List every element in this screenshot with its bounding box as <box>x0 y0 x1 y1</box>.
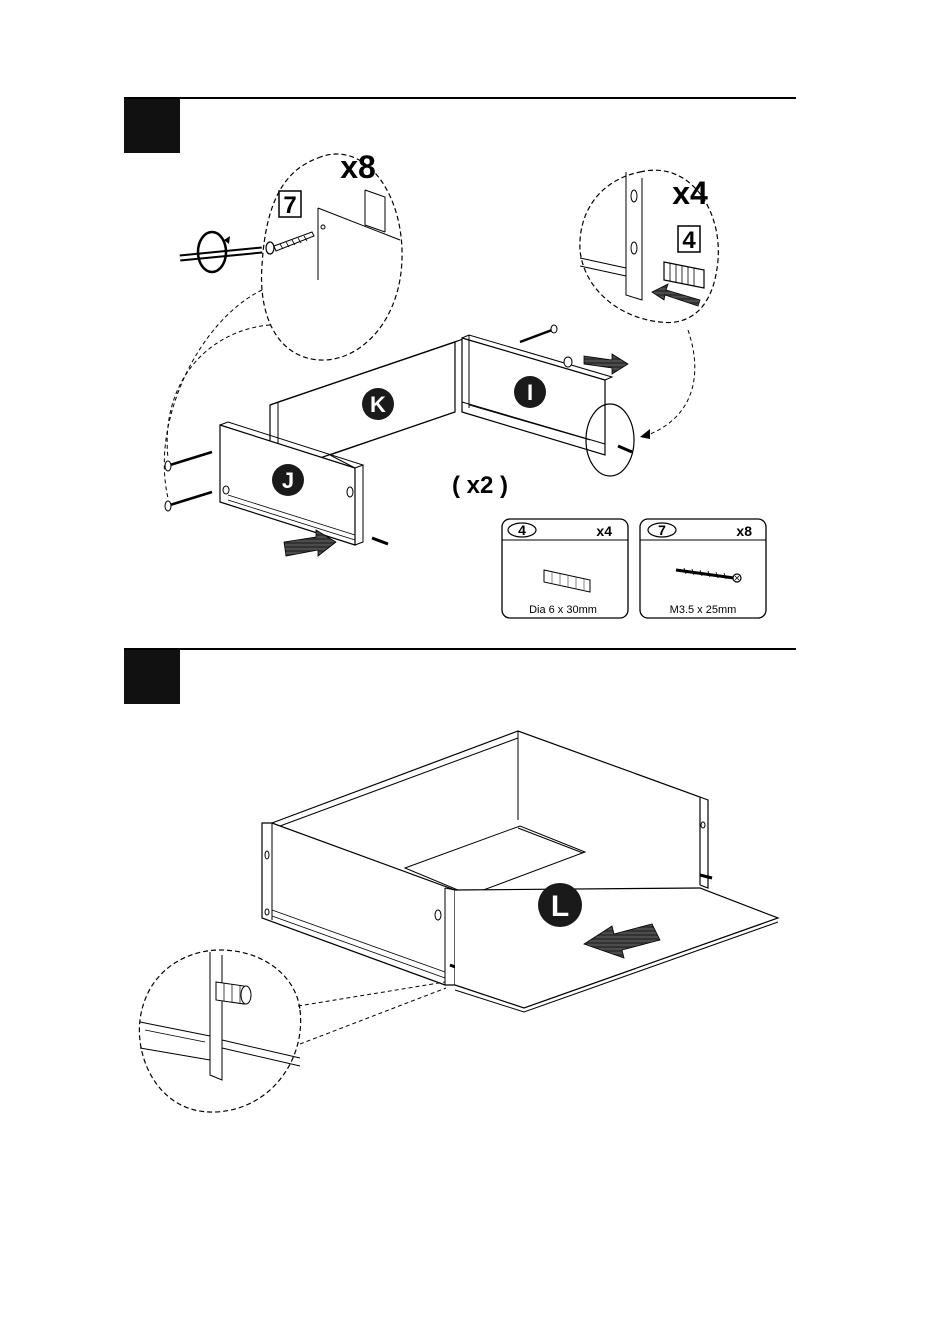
dowel-icon <box>618 446 632 452</box>
step-1-number-block <box>124 97 180 153</box>
repeat-note: ( x2 ) <box>452 472 508 499</box>
panel-l-label: L <box>551 890 569 923</box>
callout-leader-line-2 <box>300 988 446 1044</box>
panel-j-label: J <box>282 468 294 493</box>
screw-icon <box>170 452 212 465</box>
panel-i-label: I <box>527 380 533 405</box>
screw-head-icon <box>165 501 171 511</box>
dowel-icon <box>372 538 388 544</box>
dowel-icon <box>664 262 704 288</box>
dowel-part-number: 4 <box>682 227 696 254</box>
screwdriver-icon <box>180 232 262 272</box>
panel-i: I <box>462 335 612 455</box>
screw-multiplier: x8 <box>340 149 376 185</box>
step-2: L <box>124 648 796 1112</box>
screw-head-icon <box>165 461 171 471</box>
dowel-icon <box>216 982 251 1004</box>
insert-arrow-icon <box>652 284 700 306</box>
parts-box-dowel-size: Dia 6 x 30mm <box>529 604 597 616</box>
dowel-multiplier: x4 <box>672 175 708 211</box>
groove-detail-callout <box>139 950 446 1112</box>
dowel-leader-line <box>645 330 695 436</box>
parts-box-screw-number: 7 <box>658 522 666 538</box>
panel-k-label: K <box>370 392 386 417</box>
screw-icon <box>170 492 212 505</box>
parts-box-dowel-quantity: x4 <box>596 523 612 539</box>
leader-arrowhead-icon <box>640 429 650 439</box>
parts-box-dowel: 4 x4 Dia 6 x 30mm <box>502 519 628 618</box>
screw-icon <box>520 330 552 342</box>
panel-l: L <box>455 883 778 1012</box>
screw-detail-callout: 7 x8 <box>180 149 402 360</box>
screw-part-number: 7 <box>283 192 296 219</box>
step-2-number-block <box>124 648 180 704</box>
parts-box-dowel-number: 4 <box>518 522 526 538</box>
step-1: 7 x8 x4 4 <box>124 97 796 618</box>
dowel-icon <box>564 357 572 367</box>
screw-icon <box>266 232 314 254</box>
dowel-detail-callout: x4 4 <box>580 170 718 322</box>
parts-box-screw-quantity: x8 <box>736 523 752 539</box>
screw-head-icon <box>551 325 557 333</box>
callout-leader-line <box>298 982 445 1006</box>
parts-box-screw: 7 x8 M3.5 x 25mm <box>640 519 766 618</box>
parts-box-screw-size: M3.5 x 25mm <box>670 604 737 616</box>
